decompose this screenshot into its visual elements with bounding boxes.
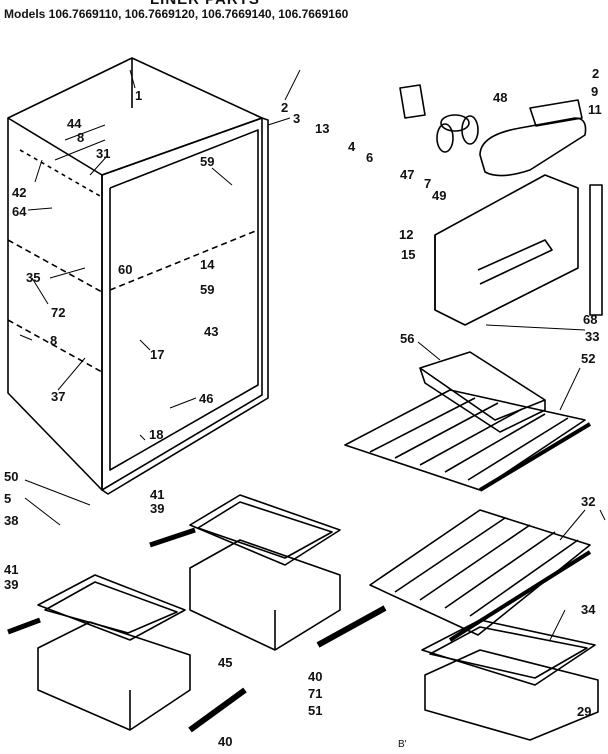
callout-68: 68: [583, 312, 598, 327]
callout-44: 44: [67, 116, 82, 131]
model-numbers: Models 106.7669110, 106.7669120, 106.766…: [4, 7, 349, 21]
slide-rail: [7, 617, 41, 635]
callout-47: 47: [400, 167, 415, 182]
callout-34: 34: [581, 602, 596, 617]
callout-4: 4: [348, 139, 356, 154]
callout-11: 11: [588, 102, 602, 117]
liner-cabinet: [7, 57, 269, 495]
crisper-drawer-right: [421, 619, 599, 741]
callout-5: 5: [4, 491, 12, 506]
evaporator-cover: [434, 174, 579, 326]
page-title: LINER PARTS: [150, 0, 260, 8]
callout-32: 32: [581, 494, 596, 509]
callout-1: 1: [135, 88, 143, 103]
callout-31: 31: [96, 146, 111, 161]
upper-wire-shelf: [344, 389, 592, 492]
callout-38: 38: [4, 513, 19, 528]
callout-17: 17: [150, 347, 165, 362]
callout-60: 60: [118, 262, 133, 277]
crisper-rail: [188, 687, 247, 733]
slide-rail: [149, 527, 196, 548]
fan-motor: [399, 84, 426, 119]
fan-blade: [436, 114, 479, 153]
callout-12: 12: [399, 227, 414, 242]
ice-tray: [419, 351, 546, 433]
callout-43: 43: [204, 324, 219, 339]
callout-15: 15: [401, 247, 416, 262]
callout-18: 18: [149, 427, 164, 442]
callout-3: 3: [293, 111, 301, 126]
callout-2b: 2: [592, 66, 600, 81]
callout-35: 35: [26, 270, 41, 285]
callout-41a: 41: [150, 487, 165, 502]
callout-59a: 59: [200, 154, 215, 169]
callout-8b: 8: [50, 333, 58, 348]
callout-2: 2: [281, 100, 289, 115]
crisper-drawer-left: [37, 574, 191, 731]
callout-45: 45: [218, 655, 233, 670]
callout-9: 9: [591, 84, 599, 99]
callout-72: 72: [51, 305, 66, 320]
callout-33: 33: [585, 329, 600, 344]
control-housing: [479, 99, 587, 177]
callout-39b: 39: [4, 577, 19, 592]
callout-49: 49: [432, 188, 447, 203]
callout-8a: 8: [77, 130, 85, 145]
callout-40b: 40: [218, 734, 233, 749]
callout-37: 37: [51, 389, 66, 404]
callout-71: 71: [308, 686, 323, 701]
callout-64: 64: [12, 204, 27, 219]
callout-7: 7: [424, 176, 432, 191]
callout-41b: 41: [4, 562, 19, 577]
callout-51: 51: [308, 703, 323, 718]
divider-strip: [589, 184, 603, 316]
crisper-rail: [316, 605, 387, 648]
callout-6: 6: [366, 150, 374, 165]
callout-39a: 39: [150, 501, 165, 516]
corner-mark: B': [398, 739, 407, 750]
callout-40a: 40: [308, 669, 323, 684]
crisper-drawer-middle: [189, 494, 341, 651]
callout-42: 42: [12, 185, 27, 200]
callout-56: 56: [400, 331, 415, 346]
callout-46: 46: [199, 391, 214, 406]
callout-14: 14: [200, 257, 215, 272]
callout-13: 13: [315, 121, 330, 136]
callout-50: 50: [4, 469, 19, 484]
callout-59b: 59: [200, 282, 215, 297]
callout-29: 29: [577, 704, 592, 719]
callout-48: 48: [493, 90, 508, 105]
callout-52: 52: [581, 351, 596, 366]
lower-wire-shelf: [369, 509, 592, 642]
